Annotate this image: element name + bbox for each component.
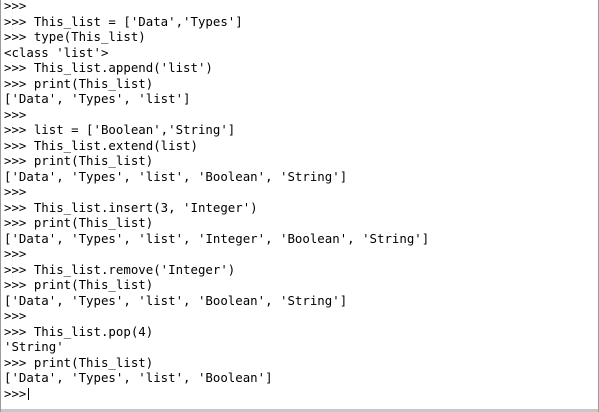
console-line: ['Data', 'Types', 'list', 'Boolean', 'St… [4, 168, 348, 184]
console-line: >>> [4, 106, 27, 122]
console-prompt-line[interactable]: >>> [4, 386, 598, 402]
console-line: >>> print(This_list) [4, 215, 154, 230]
console-line: >>> This_list.extend(list) [4, 137, 198, 153]
console-line: >>> This_list.insert(3, 'Integer') [4, 199, 258, 215]
console-line: >>> This_list.pop(4) [4, 323, 154, 339]
console-prompt: >>> [4, 385, 27, 401]
console-line: >>> list = ['Boolean','String'] [4, 122, 236, 137]
window-bottom-edge [1, 409, 598, 412]
console-line: >>> print(This_list) [4, 354, 154, 370]
console-output: >>> >>> This_list = ['Data','Types'] >>>… [4, 0, 598, 401]
console-line: ['Data', 'Types', 'list'] [4, 91, 191, 106]
console-line: >>> [4, 184, 27, 199]
console-line: >>> type(This_list) [4, 29, 146, 44]
console-line: >>> print(This_list) [4, 277, 154, 292]
text-cursor [28, 387, 30, 400]
console-line: 'String' [4, 339, 64, 354]
console-line: >>> print(This_list) [4, 75, 154, 91]
console-line: >>> [4, 0, 27, 13]
console-line: ['Data', 'Types', 'list', 'Boolean', 'St… [4, 292, 348, 308]
console-line: ['Data', 'Types', 'list', 'Integer', 'Bo… [4, 230, 430, 246]
console-line: >>> [4, 246, 27, 261]
console-line: >>> This_list = ['Data','Types'] [4, 13, 243, 29]
console-line: >>> This_list.append('list') [4, 60, 213, 75]
console-line: >>> print(This_list) [4, 153, 154, 168]
console-line: <class 'list'> [4, 44, 109, 60]
console-line: >>> This_list.remove('Integer') [4, 261, 236, 277]
console-line: ['Data', 'Types', 'list', 'Boolean'] [4, 370, 273, 385]
console-line: >>> [4, 308, 27, 323]
